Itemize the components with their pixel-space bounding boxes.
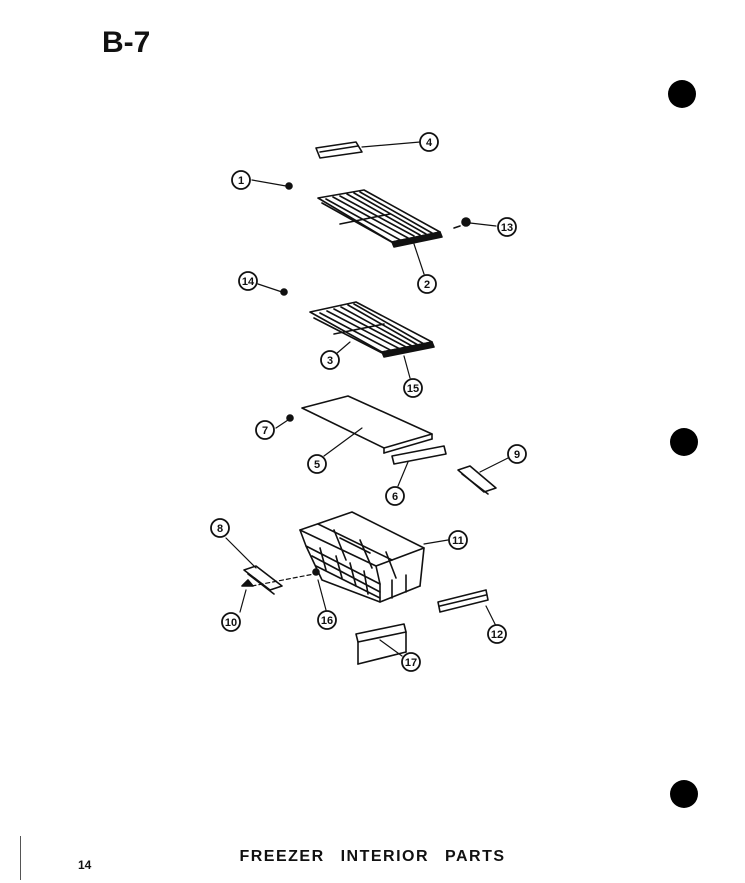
callout-9: 9: [507, 444, 527, 464]
page-label: B-7: [102, 26, 151, 59]
binder-hole-top: [668, 80, 696, 108]
callout-5: 5: [307, 454, 327, 474]
part-12-trim: [437, 589, 489, 613]
callout-8: 8: [210, 518, 230, 538]
callout-4: 4: [419, 132, 439, 152]
callout-17: 17: [401, 652, 421, 672]
part-7-hardware: [286, 414, 294, 422]
svg-text:10: 10: [225, 617, 237, 629]
part-8-rail: [243, 565, 283, 595]
page-edge-line: [20, 836, 21, 880]
callout-14: 14: [238, 271, 258, 291]
binder-hole-middle: [670, 428, 698, 456]
svg-text:7: 7: [262, 425, 268, 437]
svg-text:12: 12: [491, 629, 503, 641]
part-4-trim: [315, 141, 363, 159]
assembly-dash-line: [251, 573, 315, 587]
svg-text:15: 15: [407, 383, 419, 395]
callout-11: 11: [448, 530, 468, 550]
svg-text:3: 3: [327, 355, 333, 367]
svg-text:8: 8: [217, 523, 223, 535]
upper-shelf: [317, 189, 443, 248]
callout-16: 16: [317, 610, 337, 630]
part-6-trim: [391, 445, 447, 465]
part-10-hardware: [241, 579, 254, 587]
callout-2: 2: [417, 274, 437, 294]
svg-text:9: 9: [514, 449, 520, 461]
svg-text:4: 4: [426, 137, 433, 149]
callout-3: 3: [320, 350, 340, 370]
diagram-caption: FREEZER INTERIOR PARTS: [239, 848, 506, 865]
svg-text:5: 5: [314, 459, 320, 471]
svg-text:2: 2: [424, 279, 430, 291]
part-9-rail: [457, 465, 497, 495]
svg-text:14: 14: [242, 276, 255, 288]
svg-text:13: 13: [501, 222, 513, 234]
svg-text:1: 1: [238, 175, 244, 187]
lower-shelf: [309, 301, 435, 358]
part-17-panel: [355, 623, 407, 665]
callout-1: 1: [231, 170, 251, 190]
part-5-glass-shelf: [301, 395, 433, 454]
svg-text:11: 11: [452, 535, 464, 547]
binder-hole-bottom: [670, 780, 698, 808]
callouts: 4 1 13 2 14 3 15 7 5 9 6 8 11 12 10 16 1…: [210, 132, 527, 672]
page-number: 14: [78, 858, 92, 872]
callout-12: 12: [487, 624, 507, 644]
leader-lines: [225, 141, 509, 657]
part-1-hardware: [285, 182, 293, 190]
svg-text:6: 6: [392, 491, 398, 503]
callout-6: 6: [385, 486, 405, 506]
callout-7: 7: [255, 420, 275, 440]
callout-15: 15: [403, 378, 423, 398]
callout-13: 13: [497, 217, 517, 237]
part-11-basket: [299, 511, 425, 603]
svg-text:16: 16: [321, 615, 333, 627]
callout-10: 10: [221, 612, 241, 632]
part-16-hardware: [312, 568, 320, 576]
part-13-hardware: [453, 217, 471, 229]
svg-text:17: 17: [405, 657, 417, 669]
